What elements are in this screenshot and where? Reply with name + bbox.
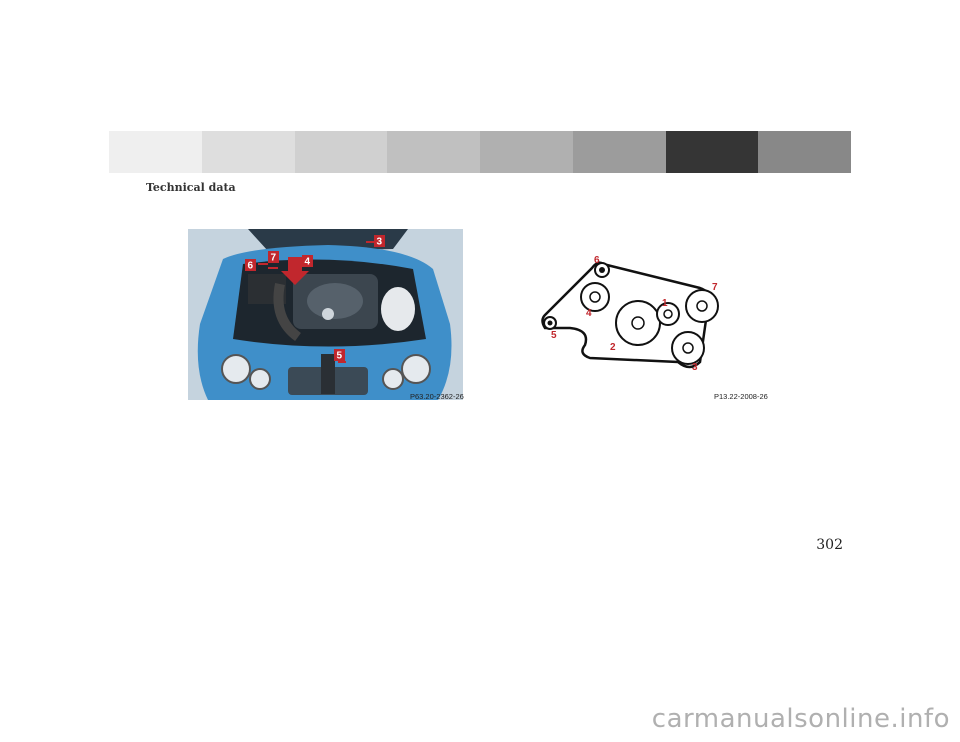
engine-callout-4: 4	[305, 257, 311, 268]
belt-callout-5: 5	[551, 330, 557, 341]
chapter-tab-1	[109, 131, 202, 173]
engine-callout-6: 6	[248, 261, 254, 272]
chapter-tab-bar	[109, 131, 851, 173]
belt-callout-3: 3	[692, 362, 698, 373]
belt-drive-diagram: 6 7 1 4 5 2 3	[530, 250, 790, 402]
chapter-tab-3	[294, 131, 388, 173]
section-title: Technical data	[146, 181, 236, 194]
chapter-tab-7-active	[665, 131, 759, 173]
belt-callout-1: 1	[662, 298, 668, 309]
engine-callout-5: 5	[337, 351, 343, 362]
chapter-tab-5	[480, 131, 573, 173]
belt-callout-6: 6	[594, 255, 600, 266]
engine-figure-reference: P63.20-2362-26	[410, 392, 464, 401]
belt-callout-2: 2	[610, 342, 616, 353]
belt-callout-7: 7	[712, 282, 718, 293]
belt-callout-4: 4	[586, 308, 592, 319]
watermark: carmanualsonline.info	[651, 704, 950, 734]
chapter-tab-2	[201, 131, 295, 173]
chapter-tab-4	[387, 131, 480, 173]
belt-figure-reference: P13.22-2008-26	[714, 392, 768, 401]
engine-callout-7: 7	[271, 253, 277, 264]
chapter-tab-6	[572, 131, 666, 173]
chapter-tab-8	[758, 131, 851, 173]
engine-callout-3: 3	[377, 237, 383, 248]
page-number: 302	[816, 537, 843, 553]
engine-bay-illustration: 3 7 4 6 5	[188, 229, 463, 400]
